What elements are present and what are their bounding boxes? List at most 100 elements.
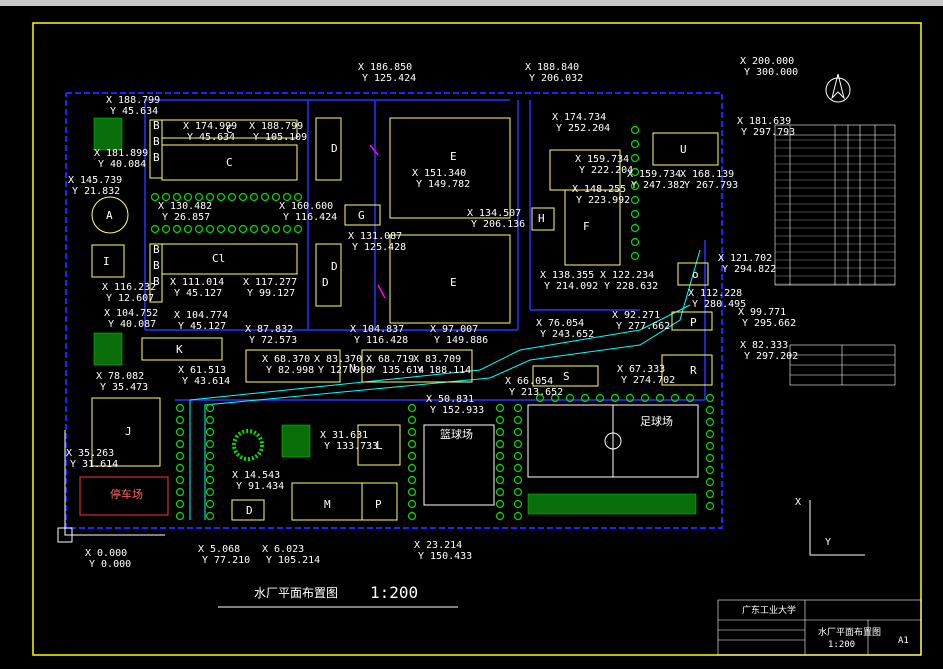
tree-icon <box>513 487 523 497</box>
tree-icon <box>175 499 185 509</box>
coord-label: Y 82.998 <box>266 365 314 376</box>
coord-label: Y 300.000 <box>744 67 798 78</box>
coord-label: X 181.639 <box>737 116 791 127</box>
tree-icon <box>670 393 680 403</box>
tree-icon <box>175 511 185 521</box>
tree-icon <box>205 487 215 497</box>
coord-label: X 78.082 <box>96 371 144 382</box>
tree-icon <box>595 393 605 403</box>
tree-icon <box>407 403 417 413</box>
coord-label: Y 99.127 <box>247 288 295 299</box>
building-H <box>531 207 555 231</box>
tree-icon <box>238 224 248 234</box>
tree-icon <box>293 224 303 234</box>
coord-label: X 138.355 <box>540 270 594 281</box>
tree-icon <box>705 417 715 427</box>
coord-label: Y 150.433 <box>418 551 472 562</box>
coord-label: X 188.799 <box>106 95 160 106</box>
tree-icon <box>495 499 505 509</box>
coord-label: X 145.739 <box>68 175 122 186</box>
coord-label: X 50.831 <box>426 394 474 405</box>
coord-label: Y 214.092 <box>544 281 598 292</box>
coord-label: Y 252.204 <box>556 123 610 134</box>
coord-label: Y 206.032 <box>529 73 583 84</box>
tree-icon <box>705 441 715 451</box>
tree-icon <box>630 125 640 135</box>
building-K <box>141 337 223 361</box>
building-B-lower <box>149 243 163 303</box>
coord-label: Y 12.607 <box>106 293 154 304</box>
tree-icon <box>216 224 226 234</box>
building-P1 <box>671 311 713 331</box>
coord-label: Y 243.652 <box>540 329 594 340</box>
tree-icon <box>271 192 281 202</box>
label-d2: D <box>331 260 338 273</box>
coord-label: X 87.832 <box>245 324 293 335</box>
toolbar-strip <box>0 0 943 6</box>
coord-label: Y 91.434 <box>236 481 284 492</box>
coord-label: X 174.999 <box>183 121 237 132</box>
coord-label: X 168.139 <box>680 169 734 180</box>
coord-label: Y 223.992 <box>576 195 630 206</box>
coord-label: Y 43.614 <box>182 376 230 387</box>
label-s: S <box>563 370 570 383</box>
label-r: R <box>690 364 697 377</box>
building-R <box>661 354 713 386</box>
coord-label: Y 35.473 <box>100 382 148 393</box>
trees <box>150 125 715 521</box>
titleblock-scale: 1:200 <box>828 640 855 650</box>
coord-label: Y 267.793 <box>684 180 738 191</box>
tree-icon <box>407 511 417 521</box>
tree-icon <box>630 153 640 163</box>
tree-icon <box>550 393 560 403</box>
coord-label: X 6.023 <box>262 544 304 555</box>
tree-icon <box>175 403 185 413</box>
label-b1: B <box>153 119 160 132</box>
tree-icon <box>610 393 620 403</box>
lawns <box>93 117 697 515</box>
tree-icon <box>175 427 185 437</box>
tree-icon <box>630 237 640 247</box>
tree-icon <box>249 224 259 234</box>
coord-label: Y 213.652 <box>509 387 563 398</box>
coord-label: X 68.370 <box>262 354 310 365</box>
label-c2: C <box>226 156 233 169</box>
coord-label: Y 133.733 <box>324 441 378 452</box>
tree-icon <box>630 223 640 233</box>
building-D4 <box>231 499 265 521</box>
building-A <box>91 196 129 234</box>
building-G <box>344 204 381 226</box>
coord-label: Y 45.634 <box>110 106 158 117</box>
tree-icon <box>407 451 417 461</box>
tree-icon <box>513 415 523 425</box>
tree-icon <box>216 192 226 202</box>
tree-icon <box>175 475 185 485</box>
tree-icon <box>407 499 417 509</box>
tree-icon <box>150 192 160 202</box>
ucs-icon <box>809 500 865 556</box>
tree-icon <box>705 489 715 499</box>
coord-label: Y 116.424 <box>283 212 337 223</box>
building-E-upper <box>389 117 511 219</box>
tree-icon <box>172 192 182 202</box>
tree-icon <box>407 415 417 425</box>
tree-icon <box>205 415 215 425</box>
coord-label: Y 21.832 <box>72 186 120 197</box>
label-a: A <box>106 209 113 222</box>
tree-icon <box>205 224 215 234</box>
coord-label: X 99.771 <box>738 307 786 318</box>
coord-label: Y 152.933 <box>430 405 484 416</box>
coord-label: X 116.232 <box>102 282 156 293</box>
coord-label: X 67.333 <box>617 364 665 375</box>
tree-icon <box>513 451 523 461</box>
coord-label: X 181.899 <box>94 148 148 159</box>
coord-label: X 83.370 <box>314 354 362 365</box>
tree-icon <box>205 427 215 437</box>
coord-label: Y 188.114 <box>417 365 471 376</box>
tree-icon <box>640 393 650 403</box>
tree-icon <box>407 439 417 449</box>
drawing-title: 水厂平面布置图 <box>254 586 338 600</box>
label-park: 停车场 <box>110 487 143 501</box>
